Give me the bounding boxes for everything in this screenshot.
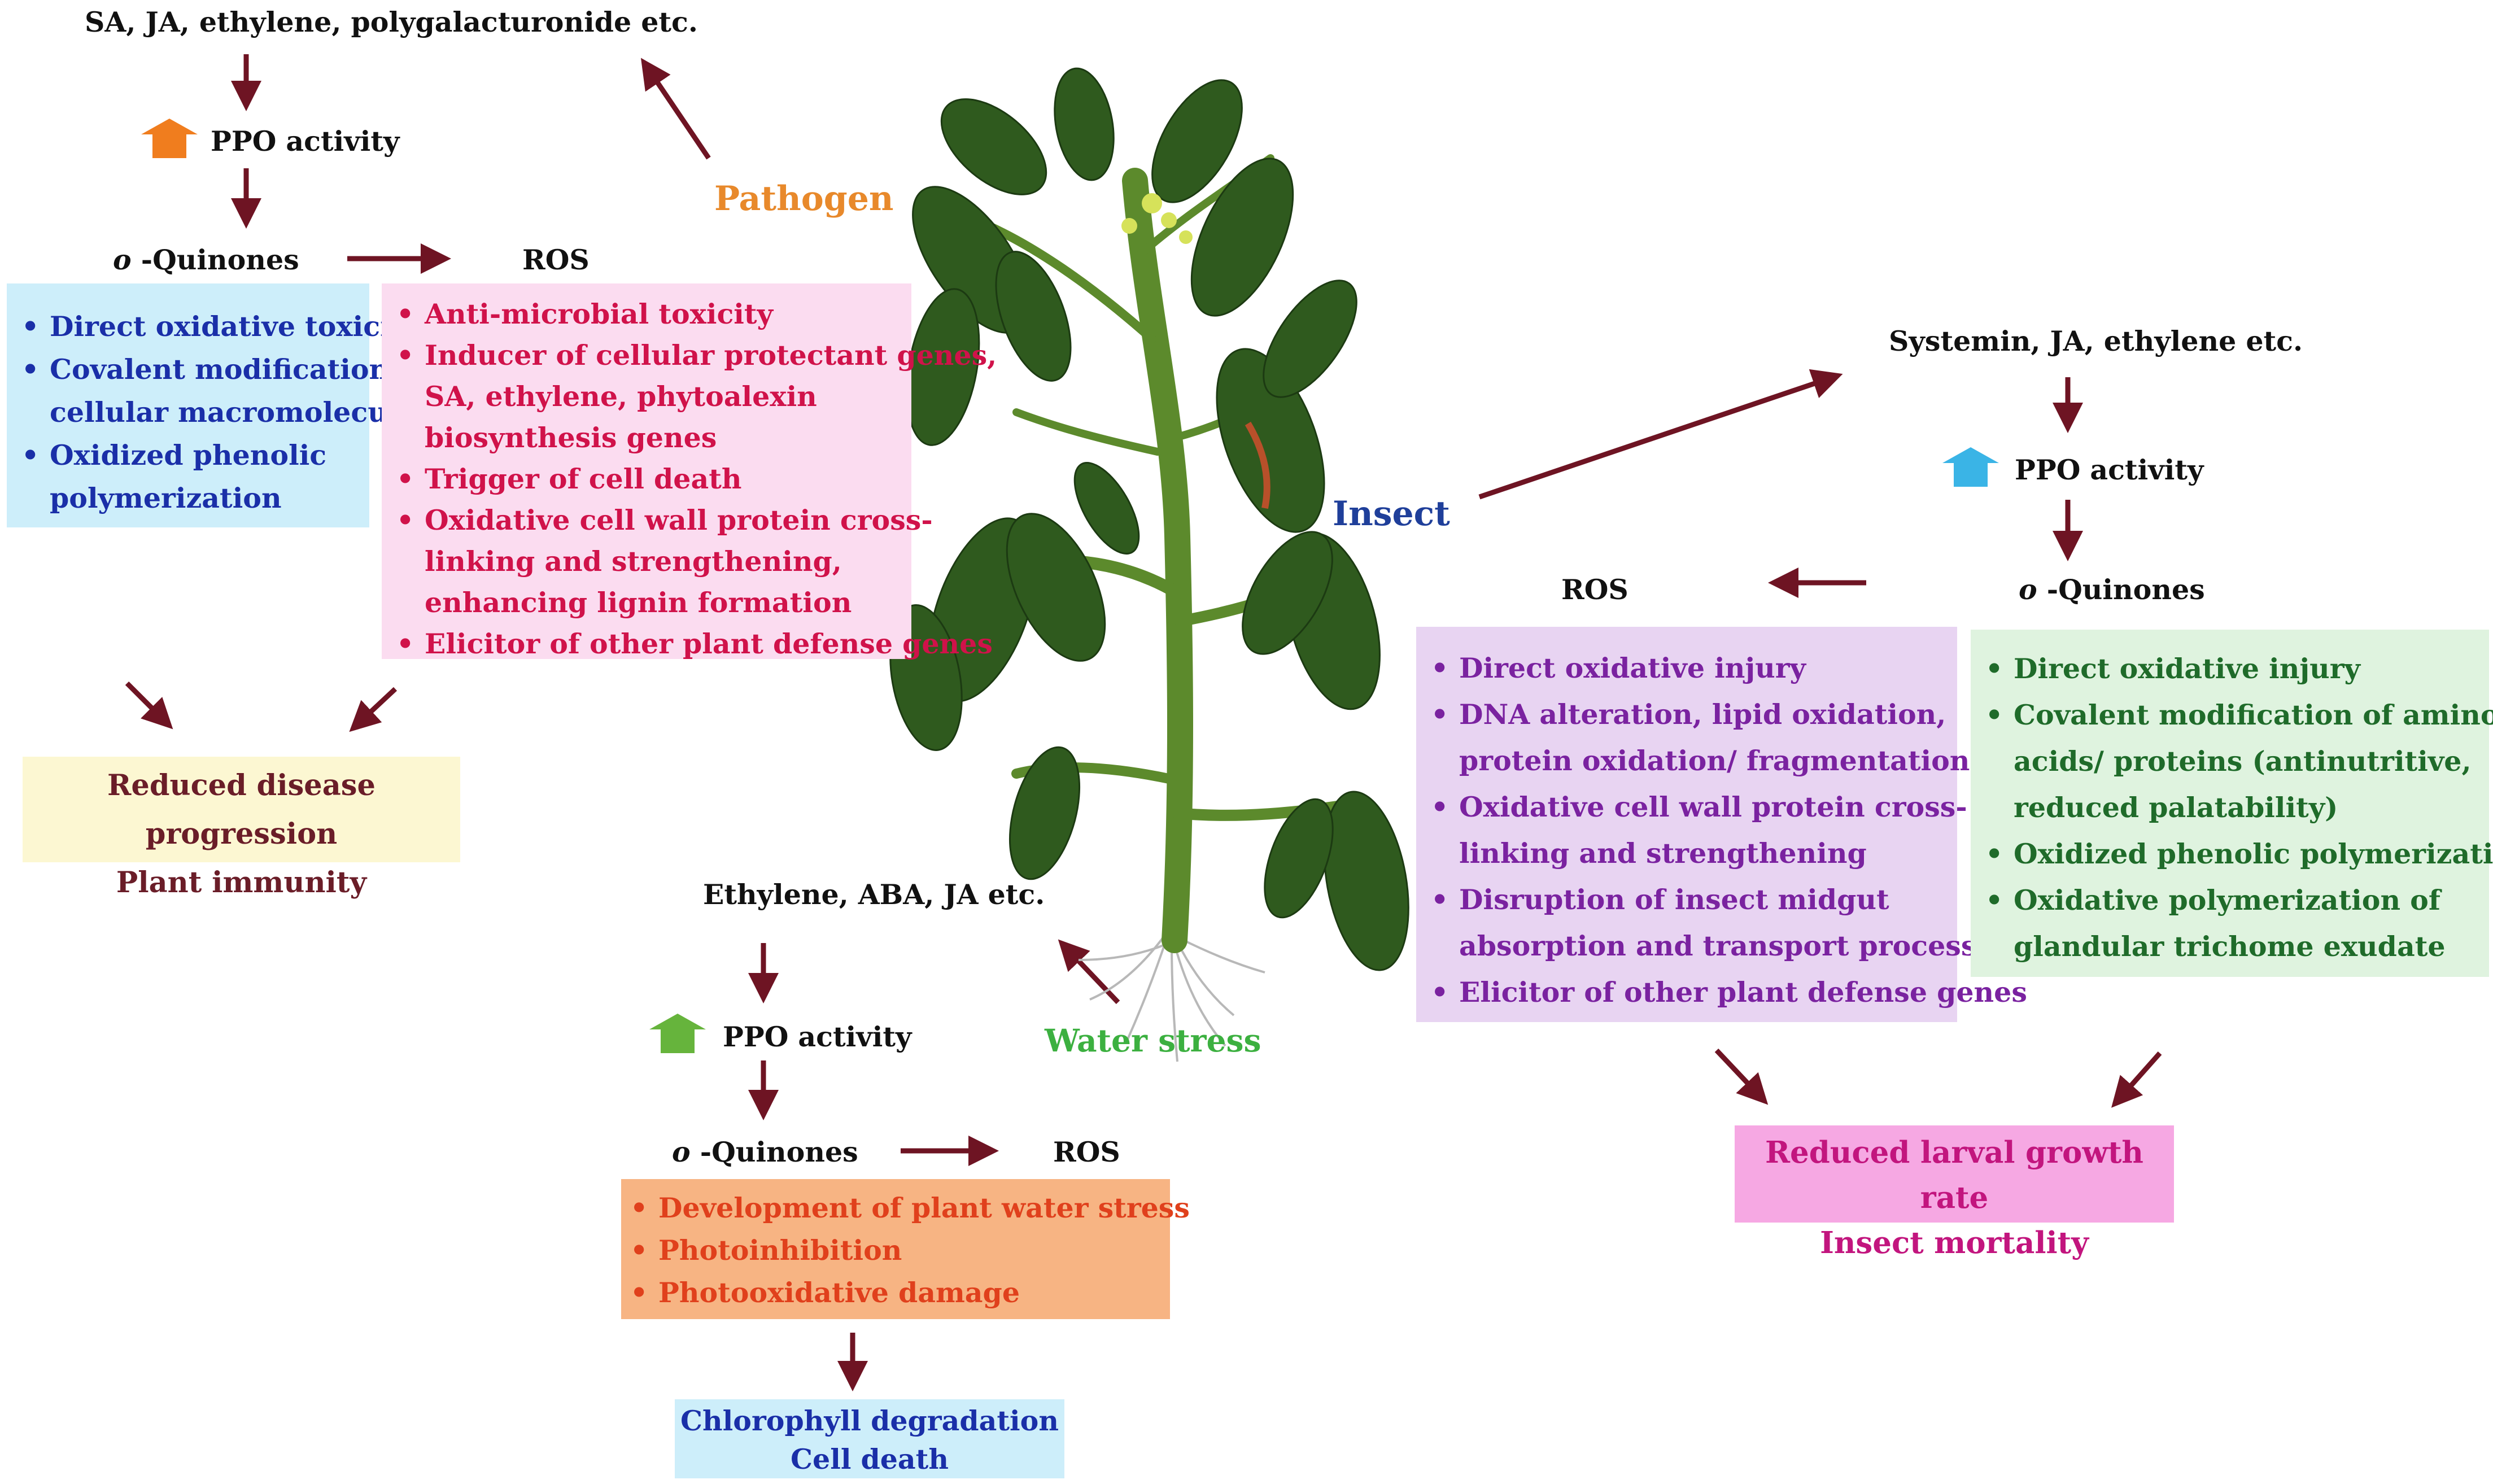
water-ppo-activity: PPO activity	[723, 1020, 912, 1053]
outcome-line: Cell death	[791, 1443, 949, 1476]
outcome-line: Insect mortality	[1820, 1225, 2089, 1260]
list-item: DNA alteration, lipid oxidation,protein …	[1426, 691, 1970, 784]
water-signals: Ethylene, ABA, JA etc.	[703, 878, 1045, 911]
water-effects-box: Development of plant water stress Photoi…	[621, 1179, 1190, 1319]
quinones-text: -Quinones	[700, 1136, 858, 1168]
list-item: Elicitor of other plant defense genes	[392, 623, 993, 665]
plant-leaves	[889, 67, 1409, 971]
outcome-line: Reduced larval growth rate	[1765, 1135, 2143, 1215]
pathogen-label: Pathogen	[714, 179, 894, 219]
ppo-up-arrow-insect-icon	[1942, 447, 1999, 487]
insect-ppo-activity: PPO activity	[2015, 453, 2204, 486]
water-o-quinones: o -Quinones	[672, 1138, 858, 1166]
insect-outcome-box: Reduced larval growth rate Insect mortal…	[1735, 1125, 2174, 1260]
pathogen-quinone-effects-list: Direct oxidative toxicity Covalent modif…	[17, 305, 431, 520]
outcome-line: Reduced disease progression	[107, 769, 376, 851]
arrow-quinone-effects-to-outcome	[125, 681, 173, 730]
insect-ros: ROS	[1561, 573, 1628, 606]
ppo-up-arrow-water-icon	[649, 1014, 706, 1053]
list-item: Oxidative cell wall protein cross-linkin…	[1426, 784, 1967, 876]
list-item: Direct oxidative toxicity	[17, 305, 420, 348]
plant-flowers	[1121, 193, 1193, 244]
quinones-text: -Quinones	[2046, 573, 2205, 606]
insect-label: Insect	[1333, 494, 1450, 534]
arrow-ros-effects-to-insect-outcome	[1714, 1048, 1769, 1105]
pathogen-ros-effects-list: Anti-microbial toxicity Inducer of cellu…	[392, 294, 997, 665]
pathogen-ppo-activity: PPO activity	[211, 125, 400, 158]
pathogen-o-quinones: o -Quinones	[113, 246, 299, 274]
italic-o: o	[113, 243, 132, 276]
insect-ros-effects-box: Direct oxidative injury DNA alteration, …	[1416, 627, 2027, 1022]
list-item: Photoinhibition	[626, 1229, 1164, 1272]
water-stress-label: Water stress	[1045, 1022, 1261, 1059]
italic-o: o	[672, 1136, 691, 1168]
list-item: Oxidized phenolic polymerization	[1981, 831, 2493, 877]
insect-quinone-effects-box: Direct oxidative injury Covalent modific…	[1971, 630, 2493, 977]
list-item: Elicitor of other plant defense genes	[1426, 969, 2027, 1015]
list-item: Direct oxidative injury	[1981, 645, 2483, 692]
water-effects-list: Development of plant water stress Photoi…	[626, 1187, 1190, 1314]
list-item: Anti-microbial toxicity	[392, 294, 906, 335]
insect-quinone-effects-list: Direct oxidative injury Covalent modific…	[1981, 645, 2493, 970]
list-item: Direct oxidative injury	[1426, 645, 1951, 691]
list-item: Trigger of cell death	[392, 459, 906, 500]
list-item: Photooxidative damage	[626, 1272, 1164, 1314]
arrow-pathogen-to-signals	[640, 58, 711, 160]
italic-o: o	[2019, 573, 2037, 606]
outcome-line: Chlorophyll degradation	[680, 1404, 1059, 1437]
arrow-ros-effects-to-outcome	[349, 687, 398, 732]
water-ros: ROS	[1053, 1136, 1120, 1168]
pathogen-ros-effects-box: Anti-microbial toxicity Inducer of cellu…	[382, 283, 997, 665]
damaged-stem-mark	[1245, 421, 1270, 509]
water-outcome-box: Chlorophyll degradation Cell death	[675, 1399, 1064, 1478]
arrow-water-to-signals	[1058, 939, 1120, 1005]
quinones-text: -Quinones	[141, 243, 299, 276]
list-item: Oxidative cell wall protein cross-linkin…	[392, 500, 933, 623]
list-item: Inducer of cellular protectant genes,SA,…	[392, 335, 997, 459]
arrow-quinone-effects-to-insect-outcome	[2111, 1051, 2162, 1108]
insect-signals: Systemin, JA, ethylene etc.	[1889, 325, 2303, 357]
pathogen-signals: SA, JA, ethylene, polygalacturonide etc.	[85, 6, 698, 38]
outcome-line: Plant immunity	[116, 866, 367, 900]
pathogen-outcome-box: Reduced disease progression Plant immuni…	[23, 757, 460, 900]
ppo-up-arrow-pathogen-icon	[141, 119, 198, 158]
pathogen-ros: ROS	[522, 243, 590, 276]
insect-o-quinones: o -Quinones	[2019, 576, 2205, 604]
list-item: Development of plant water stress	[626, 1187, 1190, 1229]
pathogen-quinone-effects-box: Direct oxidative toxicity Covalent modif…	[7, 283, 431, 527]
plant-roots	[1078, 936, 1265, 1062]
insect-ros-effects-list: Direct oxidative injury DNA alteration, …	[1426, 645, 2027, 1015]
arrow-insect-to-signals	[1478, 369, 1843, 500]
